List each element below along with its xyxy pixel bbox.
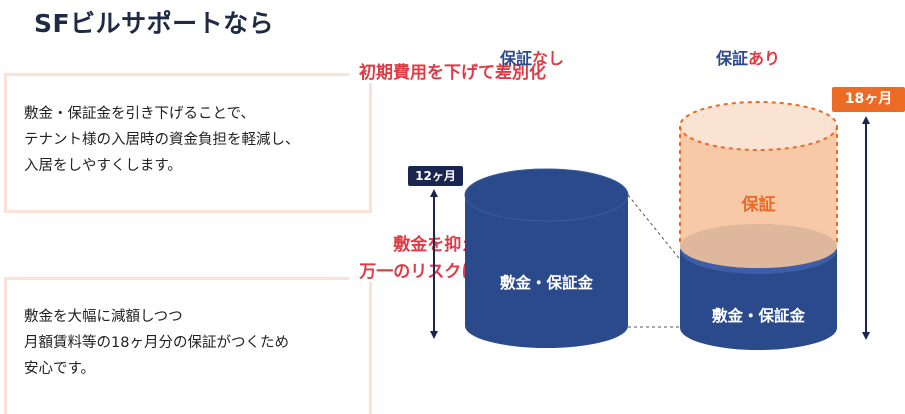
feature-card-cost (4, 73, 372, 213)
label-with-guarantee: 保証あり (716, 49, 781, 68)
deposit-label-right: 敷金・保証金 (711, 307, 805, 325)
body-line: 安心です。 (24, 361, 96, 377)
guarantee-label: 保証 (741, 195, 776, 215)
cylinder-guarantee-section (679, 101, 838, 269)
body-line: 敷金を大幅に減額しつつ (24, 309, 183, 325)
label-without-guarantee: 保証なし (500, 49, 565, 68)
body-line: 敷金・保証金を引き下げることで、 (24, 106, 255, 122)
cylinder-without-guarantee (464, 168, 629, 348)
body-line: 入居をしやすくします。 (24, 158, 182, 174)
months-12-tag: 12ヶ月 (408, 166, 463, 186)
page-title: SFビルサポートなら (34, 9, 275, 38)
body-line: 月額賃料等の18ヶ月分の保証がつくため (24, 335, 289, 351)
feature-body-risk: 敷金を大幅に減額しつつ 月額賃料等の18ヶ月分の保証がつくため 安心です。 (24, 304, 369, 382)
connector-line-top (627, 194, 683, 263)
body-line: テナント様の入居時の資金負担を軽減し、 (24, 132, 300, 148)
feature-body-cost: 敷金・保証金を引き下げることで、 テナント様の入居時の資金負担を軽減し、 入居を… (24, 101, 369, 179)
months-18-tag: 18ヶ月 (832, 87, 905, 112)
deposit-label-left: 敷金・保証金 (499, 274, 593, 292)
feature-heading-cost: 初期費用を下げて差別化 (0, 61, 905, 86)
feature-card-risk (4, 277, 372, 414)
